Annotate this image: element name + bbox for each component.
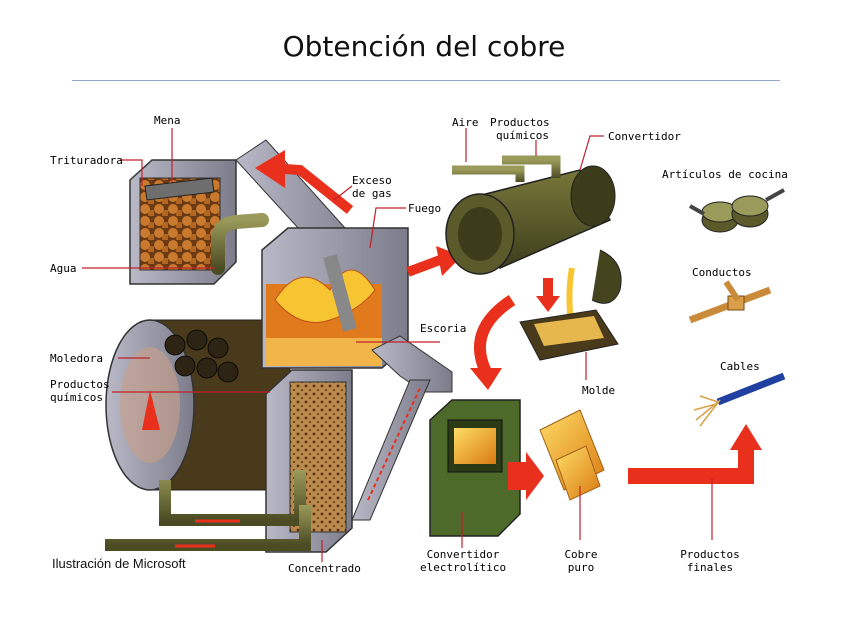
to-copper-arrow	[508, 452, 544, 500]
label-convertidor-elec-2: electrolítico	[420, 561, 507, 574]
label-concentrado: Concentrado	[288, 562, 361, 575]
image-credit: Ilustración de Microsoft	[52, 556, 186, 571]
converter-drum	[445, 165, 622, 304]
label-mena: Mena	[154, 114, 181, 127]
label-convertidor-elec-1: Convertidor	[426, 548, 500, 561]
kitchenware	[689, 188, 785, 233]
chemicals-pipe	[502, 155, 561, 178]
label-productos-quimicos-left-2: químicos	[50, 391, 103, 404]
callout-lines	[82, 128, 713, 562]
label-cables: Cables	[720, 360, 760, 373]
slag-chute	[371, 335, 453, 393]
feed-chute	[323, 254, 357, 332]
slide-title: Obtención del cobre	[282, 30, 566, 63]
label-cobre-2: puro	[567, 561, 595, 574]
label-escoria: Escoria	[420, 322, 467, 335]
title-divider	[72, 80, 780, 81]
label-articulos-cocina: Artículos de cocina	[662, 168, 788, 181]
label-conductos: Conductos	[692, 266, 752, 279]
furnace-to-converter-arrow	[406, 255, 442, 277]
label-molde: Molde	[582, 384, 616, 397]
label-exceso-1: Exceso	[352, 174, 392, 187]
label-convertidor: Convertidor	[608, 130, 681, 143]
electrolytic-cell	[429, 399, 521, 537]
pure-copper-plates	[539, 409, 605, 501]
label-moledora: Moledora	[50, 352, 103, 365]
label-productos-quimicos-left-1: Productos	[50, 378, 110, 391]
concentrator-tank	[265, 369, 353, 553]
cable	[693, 372, 786, 427]
label-cobre-1: Cobre	[564, 548, 598, 561]
water-pipe	[211, 213, 269, 275]
air-pipe	[452, 165, 525, 182]
label-aire: Aire	[452, 116, 479, 129]
label-exceso-2: de gas	[352, 187, 392, 200]
crusher-machine	[129, 159, 237, 285]
label-productos-quimicos-top-1: Productos	[490, 116, 550, 129]
label-trituradora: Trituradora	[50, 154, 123, 167]
pipe-fittings	[688, 280, 772, 324]
return-pipe	[105, 505, 311, 551]
label-productos-finales-1: Productos	[680, 548, 740, 561]
label-productos-finales-2: finales	[686, 561, 734, 574]
final-products-arrow	[628, 446, 754, 484]
label-productos-quimicos-top-2: químicos	[496, 129, 549, 142]
label-fuego: Fuego	[408, 202, 442, 215]
curved-arrow-down	[473, 294, 516, 375]
label-agua: Agua	[50, 262, 77, 275]
